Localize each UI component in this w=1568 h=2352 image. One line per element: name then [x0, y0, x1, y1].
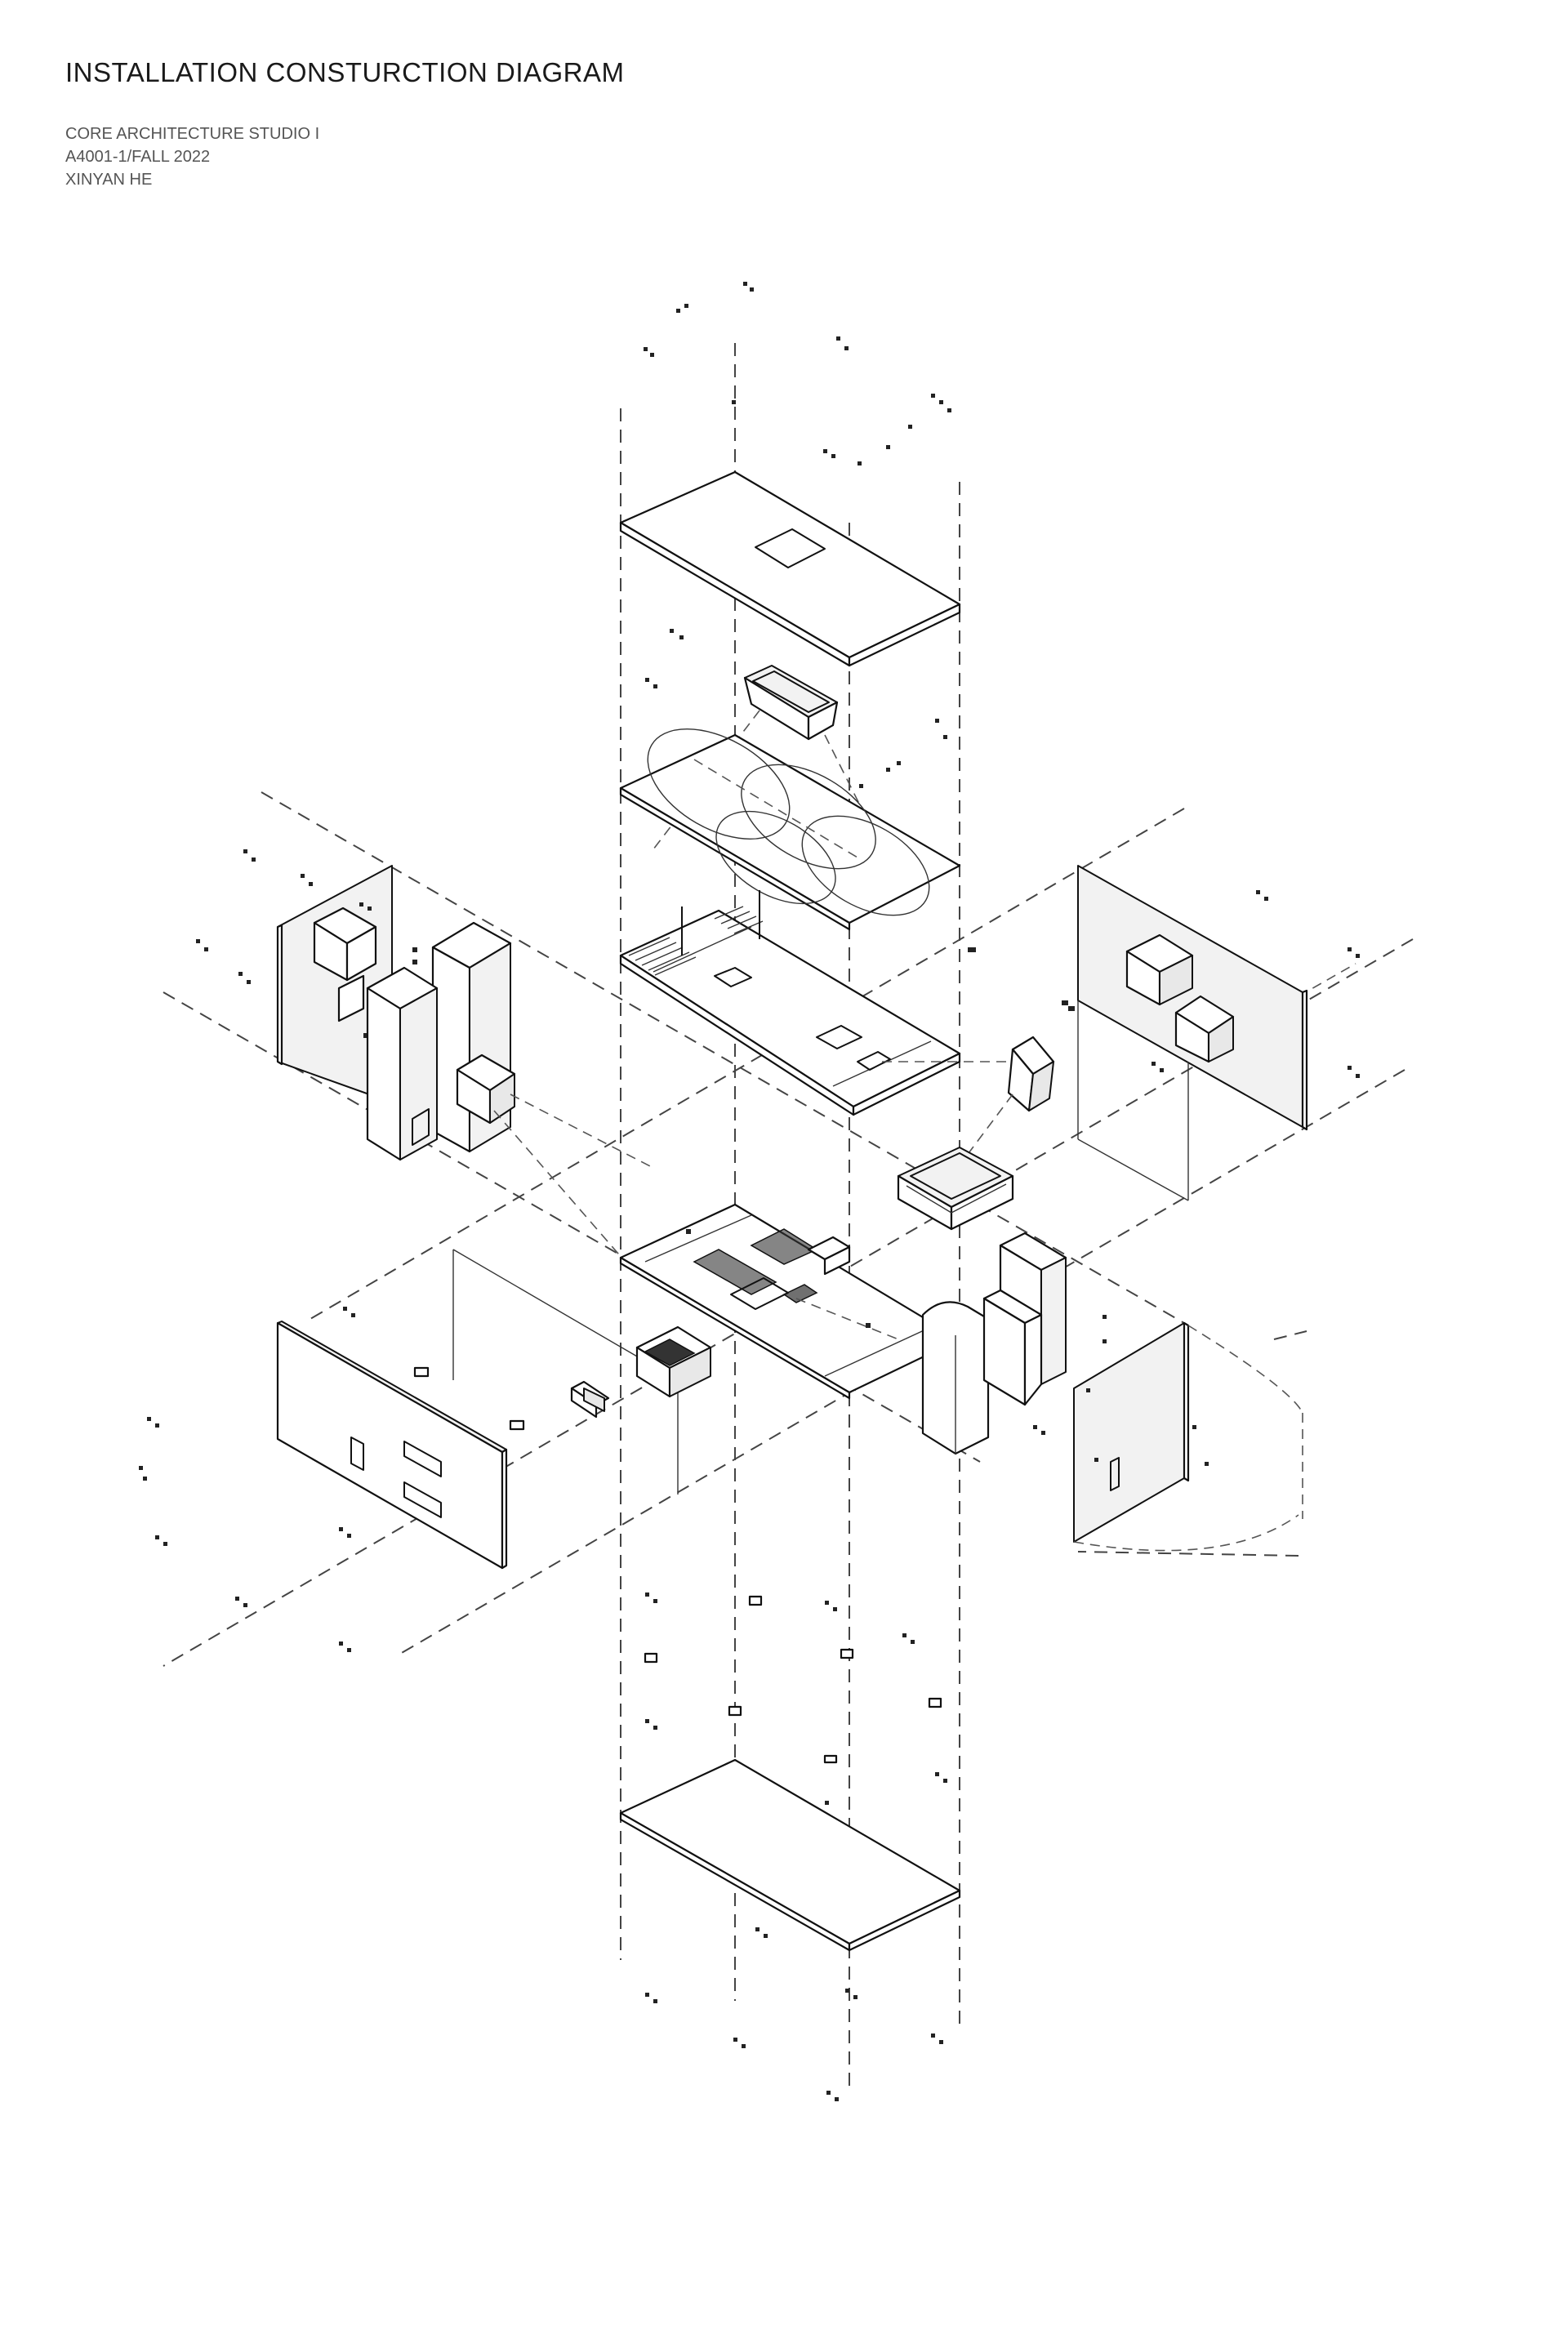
- upper-platform: [619, 890, 1029, 1116]
- right-wall-panel: [1077, 865, 1360, 1131]
- base-panel: [619, 1758, 961, 1952]
- front-right-stepped-column: [982, 1232, 1067, 1406]
- front-right-round-column: [921, 1301, 990, 1455]
- author-name: XINYAN HE: [65, 171, 153, 189]
- main-floor-plate: [619, 1203, 961, 1400]
- right-bolts-near-axis: [968, 947, 1075, 1011]
- course-code-term: A4001-1/FALL 2022: [65, 148, 211, 166]
- front-left-connectors: [413, 1366, 525, 1431]
- roof-side-bolts: [645, 629, 947, 788]
- ceiling-panel: [619, 728, 961, 931]
- center-display-box: [897, 1147, 1014, 1231]
- right-window-box: [963, 1036, 1055, 1160]
- right-wall-frame-lines: [1077, 1000, 1189, 1201]
- top-fastener-group: [644, 282, 951, 466]
- lower-window-frame: [570, 1380, 610, 1419]
- base-bolts: [645, 1927, 943, 2101]
- lower-window-box: [635, 1325, 712, 1398]
- diagram-title: INSTALLATION CONSTURCTION DIAGRAM: [65, 57, 625, 87]
- left-column-short: [366, 966, 439, 1161]
- left-wall-bolts: [196, 849, 372, 984]
- left-window-box: [456, 1054, 654, 1267]
- front-left-wall: [139, 1249, 679, 1652]
- lower-fastener-group: [644, 1592, 947, 1805]
- front-right-door-wall: [1033, 1315, 1303, 1552]
- stair-hatch: [628, 906, 764, 976]
- roof-panel: [619, 470, 961, 667]
- left-wall-panel: [276, 865, 417, 1103]
- course-name: CORE ARCHITECTURE STUDIO I: [65, 125, 320, 143]
- project-info: CORE ARCHITECTURE STUDIO I A4001-1/FALL …: [65, 122, 319, 191]
